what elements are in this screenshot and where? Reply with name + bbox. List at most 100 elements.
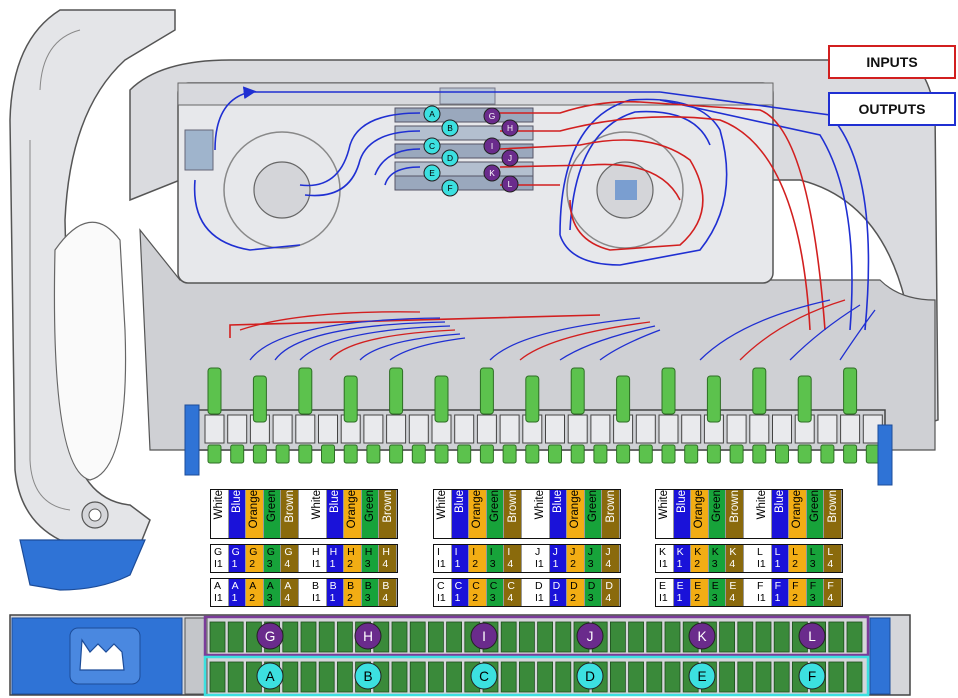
fiber-connector-lower <box>729 444 744 464</box>
splice-cell <box>209 621 226 653</box>
color-name: White <box>534 490 547 520</box>
group-gap <box>744 490 754 538</box>
strip-badge-F: F <box>798 662 826 690</box>
splice-cell <box>610 661 626 693</box>
splice-cell <box>828 621 845 653</box>
fiber-connector <box>752 367 767 415</box>
fiber-connector-lower <box>525 444 540 464</box>
splitter-badge-J: J <box>501 149 519 167</box>
legend-outputs: OUTPUTS <box>828 92 956 126</box>
svg-text:A: A <box>265 669 275 684</box>
color-header-blue: Blue <box>771 490 790 539</box>
fiber-connector-lower <box>411 444 426 464</box>
color-header-white: White <box>434 490 452 539</box>
color-header-brown: Brown <box>504 490 522 539</box>
color-name: Blue <box>453 490 466 514</box>
color-name: Green <box>489 490 502 522</box>
left-cable-guide <box>9 9 176 546</box>
color-header-blue: Blue <box>451 490 470 539</box>
splice-cell <box>427 661 444 693</box>
color-header-green: Green <box>263 490 282 539</box>
adapter-port <box>726 414 747 444</box>
splice-cell <box>519 621 535 653</box>
group-gap <box>299 579 309 606</box>
color-header-white: White <box>531 490 550 539</box>
fiber-connector <box>479 367 494 415</box>
svg-text:E: E <box>697 669 706 684</box>
splice-cell <box>427 621 444 653</box>
svg-text:G: G <box>265 629 276 644</box>
splice-cell <box>737 621 754 653</box>
color-header-blue: Blue <box>549 490 568 539</box>
legend-inputs-label: INPUTS <box>866 54 918 70</box>
splice-cell <box>336 661 353 693</box>
adapter-port <box>749 414 770 444</box>
splice-cell <box>336 621 353 653</box>
splice-cell <box>828 661 845 693</box>
adapter-port <box>590 414 611 444</box>
splice-cell <box>610 621 626 653</box>
splice-cell <box>282 661 299 693</box>
fiber-connector <box>706 375 721 423</box>
adapter-port <box>204 414 225 444</box>
strip-badge-G: G <box>256 622 284 650</box>
color-header-orange: Orange <box>789 490 807 539</box>
splice-cell <box>391 661 408 693</box>
fiber-connector <box>343 375 358 423</box>
color-header-green: Green <box>584 490 603 539</box>
fiber-connector-lower <box>661 444 676 464</box>
group-gap <box>522 545 532 572</box>
fiber-connector <box>616 375 631 423</box>
splitter-badge-C: C <box>423 137 441 155</box>
fiber-connector-lower <box>593 444 608 464</box>
color-name: Green <box>266 490 279 522</box>
fiber-connector-lower <box>321 444 335 464</box>
adapter-port <box>408 414 429 444</box>
splice-cell <box>555 661 572 693</box>
legend-inputs: INPUTS <box>828 45 956 79</box>
splitter-badge-F: F <box>441 179 459 197</box>
blue-foot <box>19 539 146 591</box>
color-name: White <box>658 490 671 520</box>
splitter-badge-H: H <box>501 119 519 137</box>
splice-cell <box>537 661 553 693</box>
adapter-port <box>227 414 248 444</box>
svg-text:K: K <box>697 629 706 644</box>
splice-cell <box>282 621 299 653</box>
svg-text:E: E <box>429 168 435 178</box>
splice-cell <box>755 661 772 693</box>
svg-text:L: L <box>808 629 816 644</box>
adapter-port <box>635 414 656 444</box>
svg-text:G: G <box>489 111 496 121</box>
splice-cell <box>409 621 426 653</box>
strip-badge-C: C <box>470 662 498 690</box>
adapter-port <box>454 414 475 444</box>
splice-cell <box>446 621 463 653</box>
fiber-connector-lower <box>434 444 449 464</box>
color-header-green: Green <box>708 490 727 539</box>
color-name: Orange <box>791 490 804 529</box>
svg-text:H: H <box>507 123 513 133</box>
fiber-connector-lower <box>865 444 880 464</box>
splice-cell <box>409 661 426 693</box>
